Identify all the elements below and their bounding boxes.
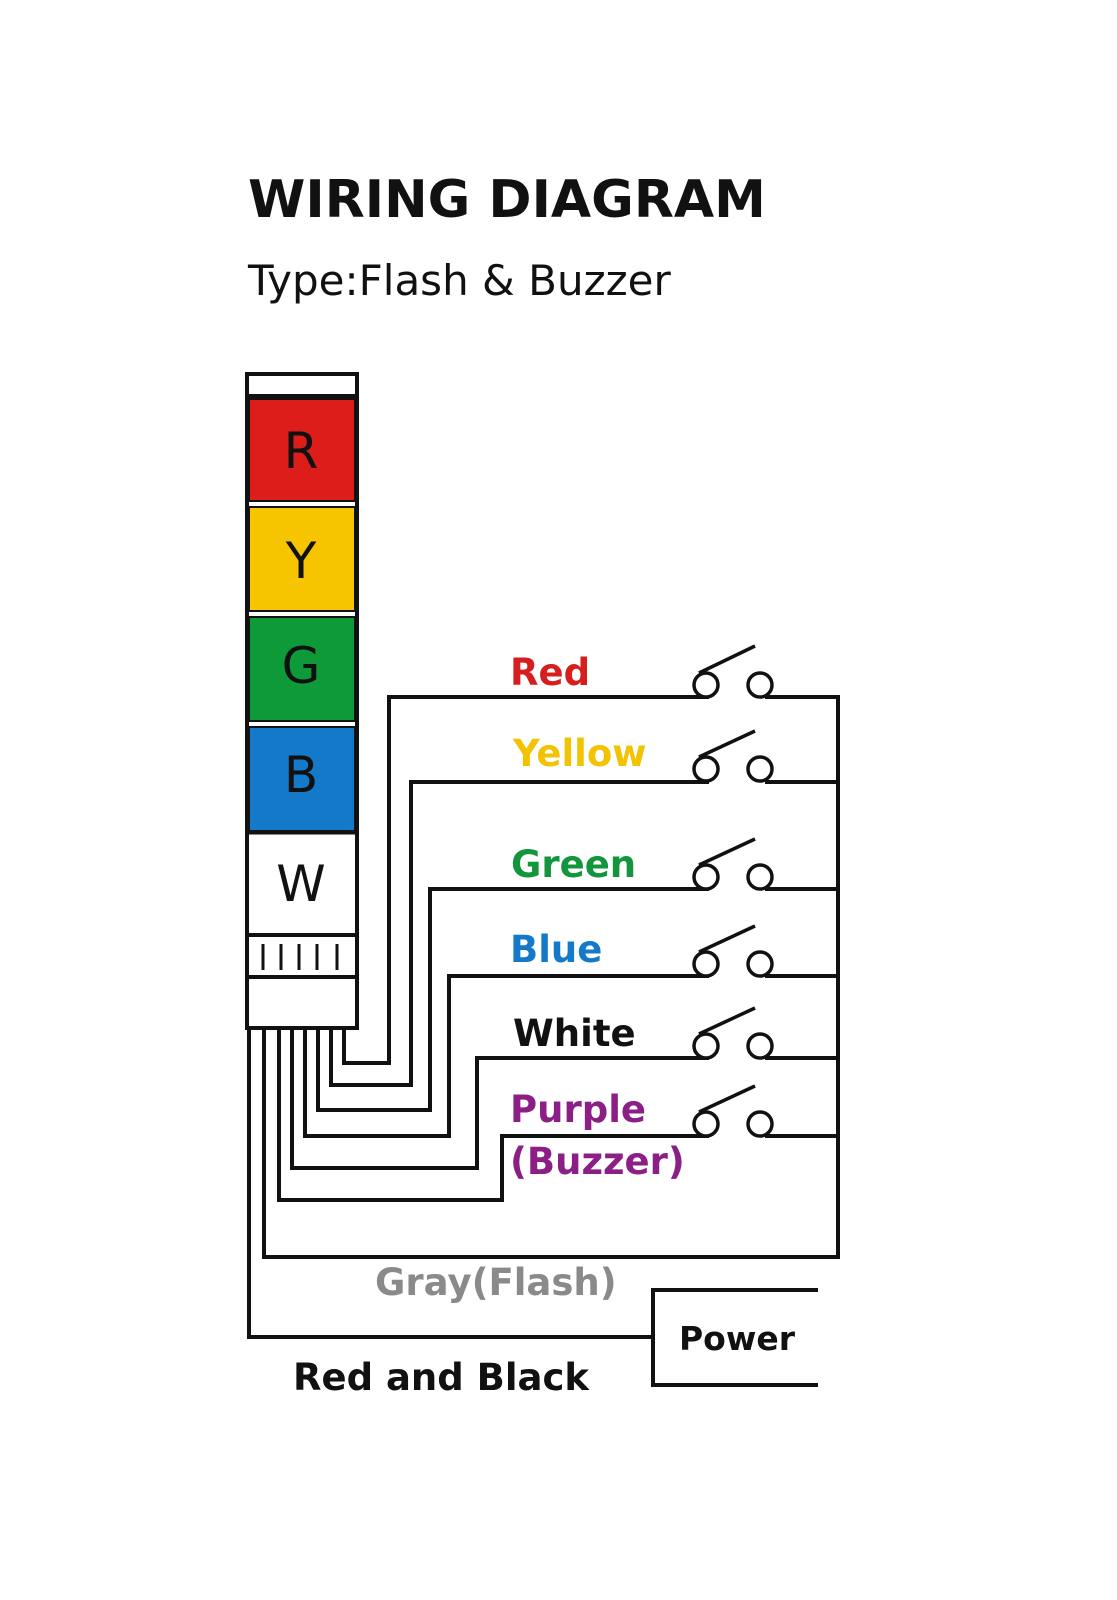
switch-green <box>692 837 774 891</box>
segment-letter-r: R <box>284 422 319 480</box>
wire-label-gray-flash: Gray(Flash) <box>375 1261 617 1304</box>
switch-purple <box>692 1084 774 1138</box>
segment-yellow <box>248 506 356 612</box>
switch-red <box>692 644 774 699</box>
wire-label-red: Red <box>510 651 590 694</box>
diagram-title: WIRING DIAGRAM <box>248 170 766 230</box>
segment-green <box>248 616 356 722</box>
wire-gray-common <box>262 695 840 1259</box>
wire-yellow <box>329 780 709 1087</box>
wire-label-yellow: Yellow <box>512 732 646 775</box>
wire-label-green: Green <box>511 843 636 886</box>
switch-blue <box>692 924 774 978</box>
segment-letter-w: W <box>276 855 325 913</box>
segment-letter-b: B <box>284 746 318 804</box>
wire-purple <box>277 1028 709 1202</box>
wire-label-white: White <box>513 1012 636 1055</box>
diagram-subtitle: Type:Flash & Buzzer <box>247 256 672 305</box>
wire-label-buzzer: (Buzzer) <box>510 1140 685 1183</box>
segment-red <box>248 398 356 502</box>
switch-white <box>692 1006 774 1060</box>
switches <box>692 644 774 1138</box>
segment-white <box>249 835 355 933</box>
switch-yellow <box>692 729 774 783</box>
power-box <box>651 1288 818 1387</box>
segment-letter-y: Y <box>285 532 317 590</box>
wire-label-purple: Purple <box>510 1088 646 1131</box>
signal-tower <box>245 372 359 1030</box>
wire-red-and-black <box>247 1028 653 1339</box>
wire-green <box>316 887 709 1112</box>
wire-label-blue: Blue <box>510 928 602 971</box>
wires <box>247 695 840 1387</box>
segment-letter-g: G <box>282 637 321 695</box>
wire-white <box>290 1028 709 1170</box>
wire-label-red-and-black: Red and Black <box>293 1356 590 1399</box>
wire-red <box>342 695 709 1065</box>
wire-blue <box>303 974 709 1138</box>
vent-slots <box>261 944 339 970</box>
segment-blue <box>248 726 356 832</box>
power-label: Power <box>679 1319 796 1358</box>
